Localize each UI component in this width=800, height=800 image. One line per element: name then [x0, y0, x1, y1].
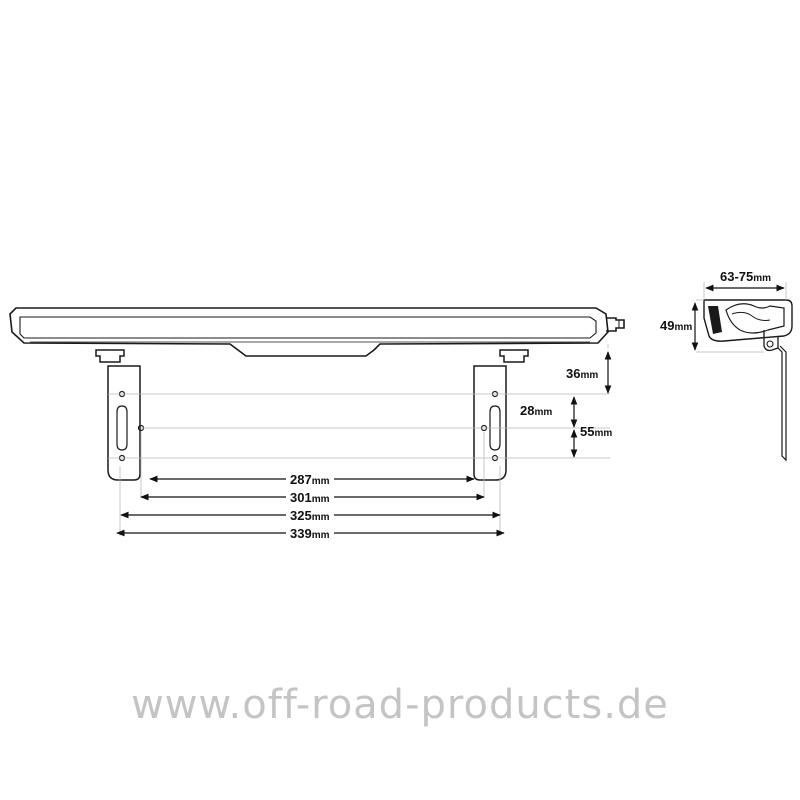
light-bar-lens — [19, 316, 597, 339]
dim-label-28: 28mm — [520, 403, 552, 418]
light-bar-side-view — [703, 299, 793, 462]
rear-cable-gland — [606, 317, 625, 332]
side-view-bracket — [777, 345, 787, 462]
dimension-guide-lines — [108, 344, 610, 536]
side-view-guides — [696, 282, 787, 353]
light-bar-housing — [9, 307, 609, 357]
left-bracket-slot — [116, 405, 128, 451]
dim-label-49: 49mm — [660, 318, 692, 333]
dimension-label-backgrounds — [286, 470, 334, 541]
side-view-clamp — [763, 330, 779, 352]
side-view-dimension-lines — [691, 284, 785, 351]
dim-label-63-75-bg — [716, 270, 774, 284]
dim-label-287: 287mm — [290, 472, 330, 487]
dim-label-55: 55mm — [580, 424, 612, 439]
side-view-housing — [703, 299, 793, 342]
dim-label-36: 36mm — [566, 366, 598, 381]
dim-label-301: 301mm — [290, 490, 330, 505]
dim-label-339: 339mm — [290, 526, 330, 541]
left-mounting-bracket — [95, 349, 145, 481]
watermark: www.off-road-products.de — [131, 682, 669, 728]
side-view-lens — [708, 306, 722, 334]
vertical-dimension-lines — [570, 351, 612, 458]
dim-label-63-75: 63-75mm — [720, 269, 771, 284]
dim-label-325: 325mm — [290, 508, 330, 523]
side-view-heatsink — [725, 303, 785, 334]
light-bar-front-view — [9, 307, 625, 357]
right-bracket-slot — [489, 405, 501, 451]
